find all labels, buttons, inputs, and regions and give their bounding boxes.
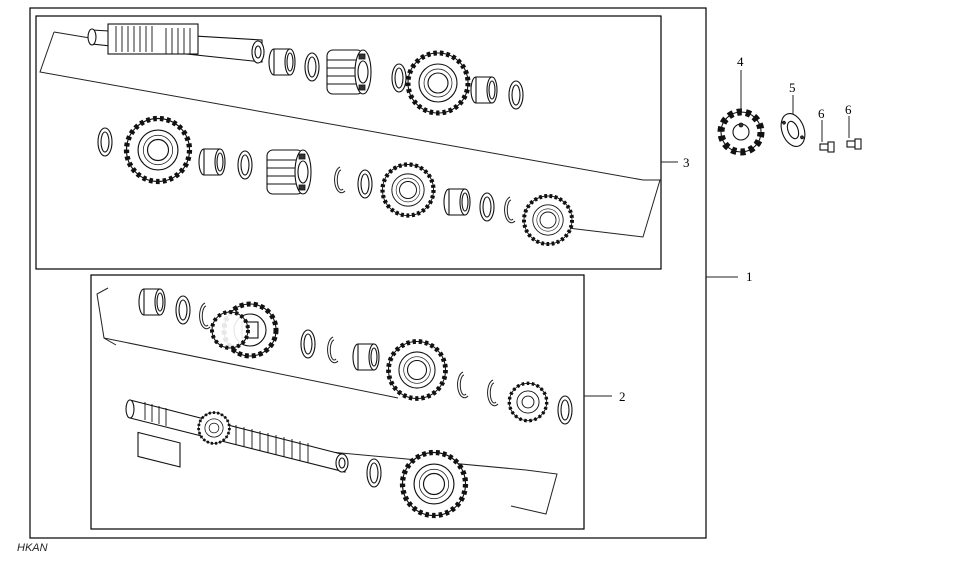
callout-retainer-plate: 5 xyxy=(789,80,796,95)
mainshaft-frame xyxy=(35,15,662,270)
mainshaft-washer-3 xyxy=(508,80,524,110)
countershaft-washer-4 xyxy=(366,458,382,488)
countershaft-gear-dog xyxy=(210,301,279,359)
countershaft-circlip-3 xyxy=(457,371,469,399)
mainshaft-gear-2 xyxy=(127,119,190,182)
mainshaft-bearing-3 xyxy=(198,148,226,176)
mainshaft-group xyxy=(39,23,661,244)
sprocket-group xyxy=(717,70,862,156)
mainshaft-circlip-2 xyxy=(504,196,516,224)
countershaft-washer-1 xyxy=(175,295,191,325)
countershaft-frame xyxy=(90,274,585,530)
countershaft-bearing-1 xyxy=(138,288,166,316)
mainshaft-gear-dog-2 xyxy=(266,149,312,195)
mainshaft-bearing-2 xyxy=(470,76,498,104)
callout-bolt-a: 6 xyxy=(818,106,825,121)
countershaft-gear-2 xyxy=(507,381,549,423)
mainshaft-washer-7 xyxy=(479,192,495,222)
retainer-plate xyxy=(780,113,806,147)
mainshaft xyxy=(87,23,265,64)
mainshaft-bearing-1 xyxy=(268,48,296,76)
callout-assembly: 1 xyxy=(746,269,753,284)
countershaft-washer-2 xyxy=(300,329,316,359)
countershaft xyxy=(125,399,349,473)
countershaft-group xyxy=(96,287,573,516)
diagram-code: HKAN xyxy=(17,542,48,554)
countershaft-gear-3 xyxy=(403,453,466,516)
callout-bolt-b: 6 xyxy=(845,102,852,117)
bolt-b xyxy=(846,138,862,150)
assembly-frame xyxy=(29,7,707,539)
callout-mainshaft: 3 xyxy=(683,155,690,170)
countershaft-gear-1 xyxy=(389,342,446,399)
mainshaft-washer-5 xyxy=(237,150,253,180)
mainshaft-washer-6 xyxy=(357,169,373,199)
mainshaft-washer-4 xyxy=(97,127,113,157)
callout-sprocket: 4 xyxy=(737,54,744,69)
drive-sprocket xyxy=(717,108,765,156)
mainshaft-bearing-4 xyxy=(443,188,471,216)
countershaft-circlip-2 xyxy=(327,336,339,364)
countershaft-washer-3 xyxy=(557,395,573,425)
mainshaft-washer-1 xyxy=(304,52,320,82)
mainshaft-washer-2 xyxy=(391,63,407,93)
mainshaft-gear-dog-1 xyxy=(326,49,372,95)
mainshaft-gear-3 xyxy=(383,165,434,216)
countershaft-circlip-4 xyxy=(487,379,499,407)
bolt-a xyxy=(819,141,835,153)
countershaft-bearing-2 xyxy=(352,343,380,371)
mainshaft-circlip-1 xyxy=(334,166,346,194)
mainshaft-gear-1 xyxy=(408,53,468,113)
mainshaft-gear-4 xyxy=(524,196,572,244)
callout-countershaft: 2 xyxy=(619,389,626,404)
countershaft-circlip-1 xyxy=(199,302,211,330)
